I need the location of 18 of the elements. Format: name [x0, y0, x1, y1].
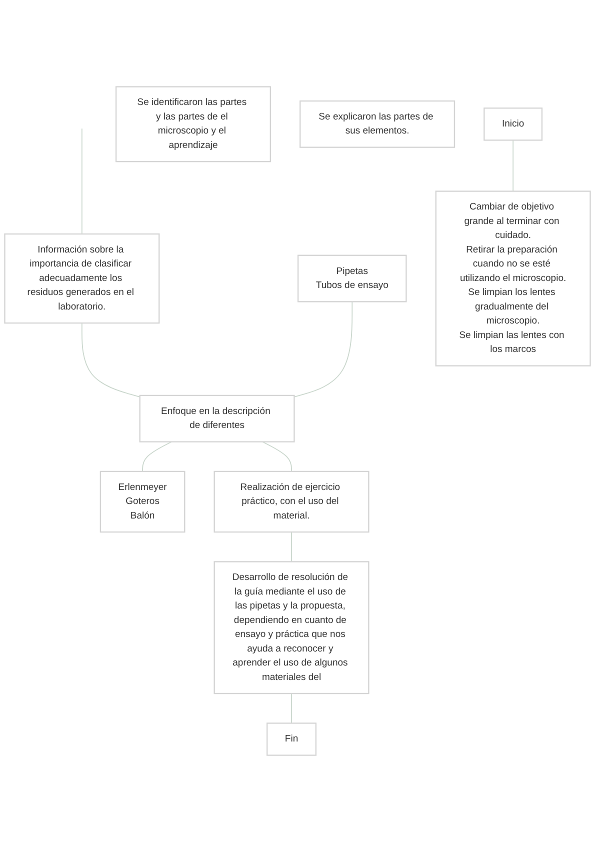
node-box: Cambiar de objetivo grande al terminar con cuidado. Retirar la preparación cuando no se esté utilizando el microscopio. Se limpian los lentes gradualmente del microscopio. Se limpian las lentes con los marcos: [435, 190, 591, 366]
connector: [512, 140, 514, 192]
node-box: Se explicaron las partes de sus elementos.: [300, 100, 456, 148]
node-box: Inicio: [484, 108, 543, 141]
node-box: Fin: [266, 722, 317, 756]
connector: [142, 441, 172, 472]
node-box: Erlenmeyer Goteros Balón: [100, 470, 186, 533]
connector: [294, 301, 353, 398]
connector: [291, 532, 292, 562]
node-box: Pipetas Tubos de ensayo: [297, 254, 407, 302]
node-box: Realización de ejercicio práctico, con el uso del material.: [214, 470, 370, 533]
node-box: Información sobre la importancia de clasificar adecuadamente los residuos generados en el laboratorio.: [4, 233, 160, 324]
node-box: Desarrollo de resolución de la guía mediante el uso de las pipetas y la propuesta, dependiendo en cuanto de ensayo y práctica que nos ayuda a reconocer y aprender el uso de algunos materiales del: [214, 561, 370, 694]
node-box: Enfoque en la descripción de diferentes: [139, 394, 295, 442]
connector: [82, 322, 140, 398]
node-box: Se identificaron las partes y las partes de el microscopio y el aprendizaje: [115, 86, 272, 162]
connector: [291, 693, 292, 724]
connector: [262, 441, 292, 472]
